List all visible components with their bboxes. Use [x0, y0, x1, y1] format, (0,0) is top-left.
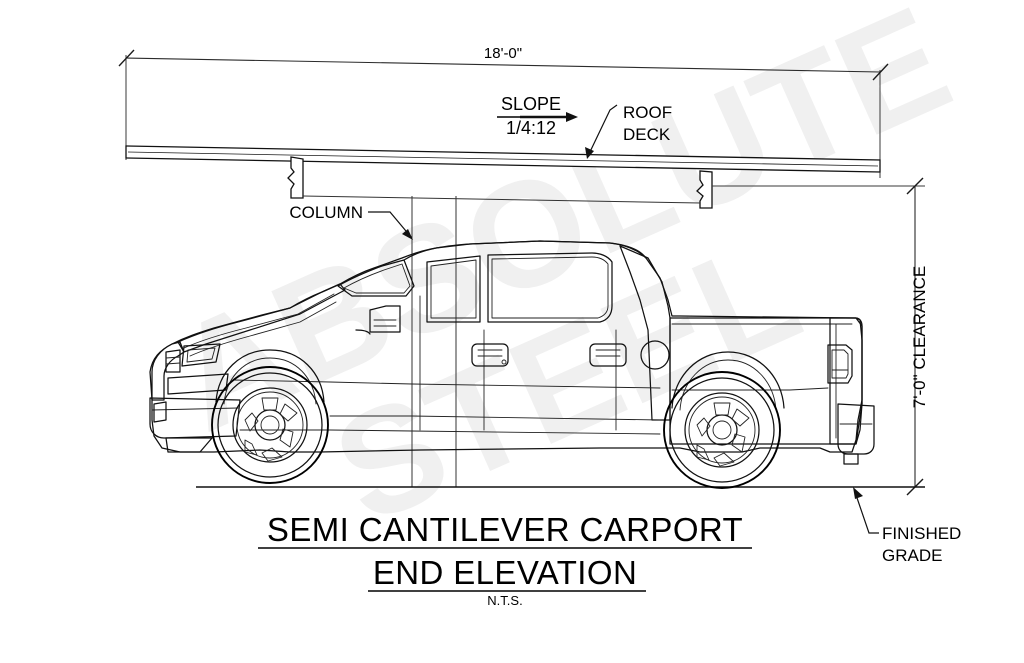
pickup-truck-illustration — [149, 240, 875, 489]
rear-hub-inner — [712, 420, 732, 440]
drawing-title-line-2: END ELEVATION — [373, 554, 637, 591]
truck-rear-bumper — [837, 403, 875, 455]
span-tick-left — [118, 49, 135, 67]
truck-rocker-line — [329, 415, 661, 421]
truck-rear-wheel — [663, 371, 781, 489]
truck-hood — [177, 283, 346, 353]
span-dimension: 18'-0" — [118, 45, 889, 178]
rear-rim-spokes — [696, 402, 750, 467]
clearance-dimension-label: 7'-0" CLEARANCE — [910, 266, 929, 409]
rear-rim-outer — [684, 392, 760, 468]
truck-headlight-inner — [186, 347, 216, 363]
truck-bed-outline — [669, 317, 863, 445]
truck-hood-crease-2 — [189, 301, 337, 357]
truck-taillight — [827, 344, 853, 384]
truck-grille-bar-2 — [165, 362, 181, 365]
rear-tire-inner — [669, 377, 775, 483]
truck-window-rear-door — [487, 252, 613, 323]
columns — [287, 156, 713, 209]
watermark: ABSOLUTE STEEL — [150, 0, 972, 555]
roof-deck-inner-line — [127, 151, 879, 167]
span-dimension-line — [125, 57, 881, 73]
truck-side-mirror — [355, 305, 401, 335]
roof-deck-label-line2: DECK — [623, 125, 671, 144]
truck-lower-grille — [167, 373, 229, 395]
slope-ratio: 1/4:12 — [506, 118, 556, 138]
slope-annotation: SLOPE 1/4:12 — [497, 94, 578, 138]
front-rim-spokes — [244, 397, 298, 462]
drawing-title-line-1: SEMI CANTILEVER CARPORT — [267, 511, 743, 548]
column-left — [287, 156, 304, 199]
roof-deck-arrowhead — [585, 147, 594, 159]
column-right — [696, 170, 713, 209]
truck-front-door-handle — [471, 343, 509, 367]
truck-hitch — [843, 453, 859, 465]
slope-arrow-icon — [520, 112, 578, 122]
finished-grade-annotation: FINISHED GRADE — [853, 487, 961, 565]
truck-front-bumper — [149, 397, 241, 439]
truck-body-outline — [149, 240, 863, 453]
roof-deck — [125, 145, 881, 173]
finished-grade-label-line2: GRADE — [882, 546, 942, 565]
column-leader — [368, 211, 412, 238]
rear-tire-outer — [663, 371, 781, 489]
front-tire-outer — [211, 366, 329, 484]
roof-deck-label-line1: ROOF — [623, 103, 672, 122]
truck-headlight — [181, 343, 221, 367]
truck-window-front-door — [426, 255, 481, 323]
truck-rear-door-handle — [589, 343, 627, 367]
truck-front-wheel-arch — [215, 349, 325, 403]
truck-window-front-inner — [430, 259, 477, 319]
truck-fog-light — [153, 401, 167, 423]
truck-body-side-crease — [233, 379, 661, 389]
roof-deck-leader — [587, 104, 618, 157]
truck-front-fascia — [151, 341, 185, 401]
finished-grade-leader — [854, 491, 879, 534]
truck-rear-wheel-arch — [671, 351, 785, 409]
truck-rear-wheel-arch-inner — [679, 359, 777, 411]
column-label: COLUMN — [289, 203, 363, 222]
clearance-tick-top — [906, 177, 924, 195]
truck-grille-bar-1 — [165, 356, 181, 359]
column-annotation: COLUMN — [289, 203, 413, 240]
roof-deck-annotation: ROOF DECK — [585, 103, 672, 159]
truck-windshield — [337, 259, 415, 297]
truck-air-dam — [165, 437, 213, 453]
column-arrowhead — [402, 229, 413, 240]
truck-window-rear-inner — [491, 256, 609, 319]
finished-grade-label-line1: FINISHED — [882, 524, 961, 543]
truck-roof-line — [403, 240, 647, 261]
truck-grille — [165, 349, 181, 373]
truck-taillight-inner — [831, 349, 849, 379]
front-rim-outer — [232, 387, 308, 463]
column-grid-lines — [302, 195, 701, 487]
finished-grade-arrowhead — [853, 487, 863, 499]
span-tick-right — [872, 63, 889, 81]
column-right-body — [696, 170, 713, 209]
front-rim-inner — [236, 391, 304, 459]
rear-rim-inner — [688, 396, 756, 464]
front-tire-inner — [217, 372, 323, 478]
clearance-dimension: 7'-0" CLEARANCE — [906, 177, 929, 496]
truck-windshield-inner — [343, 263, 411, 294]
column-left-body — [287, 156, 304, 199]
span-dimension-label: 18'-0" — [484, 45, 522, 62]
truck-tailgate — [829, 317, 863, 445]
truck-bedside-crease — [671, 387, 829, 391]
front-hub-inner — [260, 415, 280, 435]
truck-front-wheel — [211, 366, 329, 484]
drawing-scale-note: N.T.S. — [487, 593, 522, 608]
slope-label: SLOPE — [501, 94, 561, 114]
title-block: SEMI CANTILEVER CARPORT END ELEVATION N.… — [258, 511, 752, 608]
grid-horizontal-top — [302, 195, 701, 204]
truck-fuel-door — [640, 340, 670, 370]
